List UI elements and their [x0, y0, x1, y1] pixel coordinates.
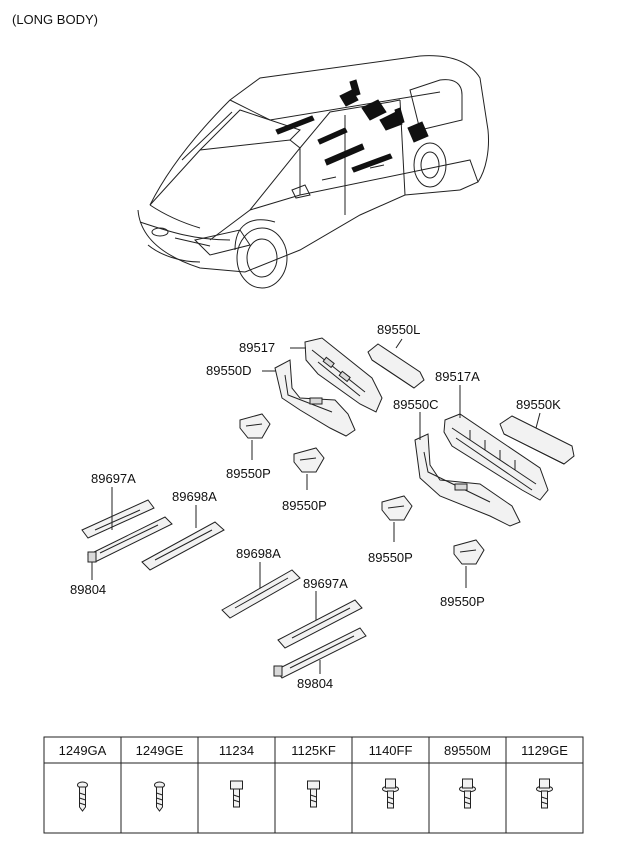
- callout-89698A: 89698A: [172, 489, 217, 504]
- callout-89804: 89804: [70, 582, 106, 597]
- callout-89550K: 89550K: [516, 397, 561, 412]
- part-89550C-bracket: [414, 433, 521, 527]
- part-89698A-strip: [221, 569, 301, 619]
- callout-89698A: 89698A: [236, 546, 281, 561]
- callout-89550D: 89550D: [206, 363, 252, 378]
- fastener-code: 1249GA: [59, 743, 107, 758]
- bolt-icon: [307, 780, 320, 808]
- callout-89804: 89804: [297, 676, 333, 691]
- screw-icon: [77, 781, 88, 812]
- callout-89550P: 89550P: [226, 466, 271, 481]
- part-89550P-clip: [453, 539, 485, 565]
- callout-89697A: 89697A: [303, 576, 348, 591]
- fastener-code: 1125KF: [291, 743, 336, 758]
- part-89517A-scuff-panel: [443, 413, 549, 501]
- callout-89550P: 89550P: [368, 550, 413, 565]
- part-89697A-strip: [81, 499, 155, 539]
- bolt-icon: [230, 780, 243, 808]
- fastener-code: 1249GE: [136, 743, 184, 758]
- part-89517-scuff-panel: [304, 337, 383, 413]
- fastener-code: 1140FF: [369, 743, 413, 758]
- part-89550D-bracket: [274, 359, 356, 437]
- callout-89550L: 89550L: [377, 322, 420, 337]
- flange-bolt-icon: [459, 778, 476, 809]
- callout-89697A: 89697A: [91, 471, 136, 486]
- callout-89517: 89517: [239, 340, 275, 355]
- callout-89550P: 89550P: [282, 498, 327, 513]
- callout-89550P: 89550P: [440, 594, 485, 609]
- vehicle-illustration: [137, 55, 489, 289]
- fastener-table: 1249GA 1249GE 11234 1125KF 1140FF 89550M 1129G…: [43, 736, 584, 834]
- part-89550L-cover: [367, 343, 425, 389]
- fastener-code: 11234: [219, 743, 254, 758]
- flange-bolt-icon: [382, 778, 399, 809]
- page-title: (LONG BODY): [12, 12, 98, 27]
- part-89698A-strip: [141, 521, 225, 571]
- fastener-code: 89550M: [444, 743, 491, 758]
- screw-icon: [154, 781, 165, 812]
- part-89550K-cover: [499, 415, 575, 465]
- leader-lines: [91, 338, 541, 674]
- callout-89550C: 89550C: [393, 397, 439, 412]
- part-89550P-clip: [239, 413, 271, 439]
- fastener-code: 1129GE: [521, 743, 568, 758]
- part-89804-strip: [87, 516, 173, 563]
- part-89550P-clip: [293, 447, 325, 473]
- part-89550P-clip: [381, 495, 413, 521]
- callout-89517A: 89517A: [435, 369, 480, 384]
- part-89697A-strip: [277, 599, 363, 649]
- flange-bolt-icon: [536, 778, 553, 809]
- part-89804-strip: [273, 627, 367, 679]
